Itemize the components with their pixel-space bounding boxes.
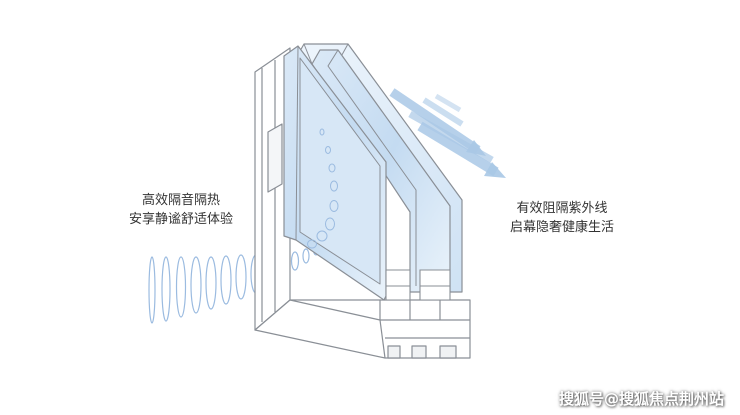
sound-insulation-caption: 高效隔音隔热 安享静谧舒适体验 <box>96 191 266 229</box>
caption-left-line1: 高效隔音隔热 <box>141 193 220 208</box>
watermark: 搜狐号@搜狐焦点荆州站 <box>558 390 724 408</box>
uv-arrow-icon <box>389 88 506 178</box>
window-frame <box>254 47 471 359</box>
uv-protection-caption: 有效阻隔紫外线 启幕隐奢健康生活 <box>482 199 642 237</box>
air-bubble-icon <box>307 128 339 249</box>
caption-right-line1: 有效阻隔紫外线 <box>516 201 608 216</box>
glass-pane-front <box>283 45 387 301</box>
caption-left-line2: 安享静谧舒适体验 <box>128 212 233 227</box>
caption-right-line2: 启幕隐奢健康生活 <box>509 220 614 235</box>
glass-spacer <box>385 269 451 301</box>
